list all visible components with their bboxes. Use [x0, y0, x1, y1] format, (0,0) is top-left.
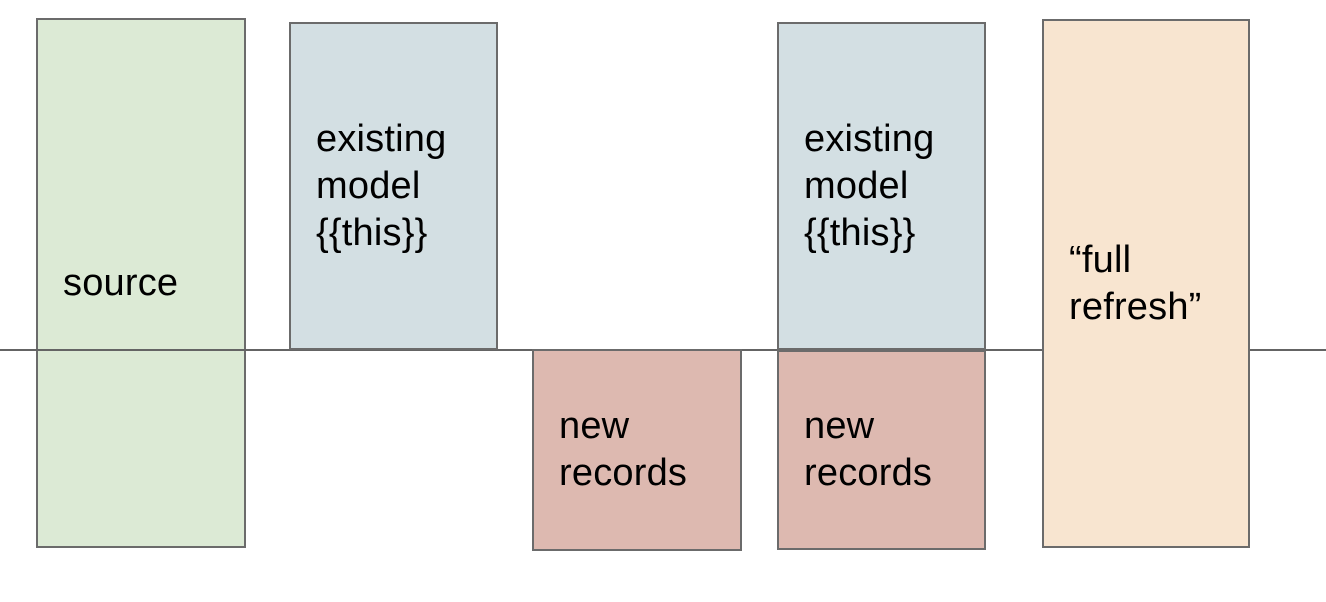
box-label-line: “full [1069, 238, 1132, 281]
box-label-line: {{this}} [804, 211, 916, 254]
box-label-line: records [804, 452, 933, 494]
box-new-records-right: new records [777, 350, 986, 550]
box-label-line: records [559, 452, 688, 494]
box-label-line: existing [804, 117, 935, 160]
box-label-line: new [804, 405, 875, 447]
box-label-line: source [63, 261, 179, 304]
box-label-line: new [559, 405, 630, 447]
box-label-line: refresh” [1069, 285, 1202, 328]
box-label-line: {{this}} [316, 211, 428, 254]
box-label-line: model [316, 164, 421, 207]
box-new-records-left: new records [532, 349, 742, 551]
box-label-line: existing [316, 117, 447, 160]
box-label-line: model [804, 164, 909, 207]
box-source: source [36, 18, 246, 548]
